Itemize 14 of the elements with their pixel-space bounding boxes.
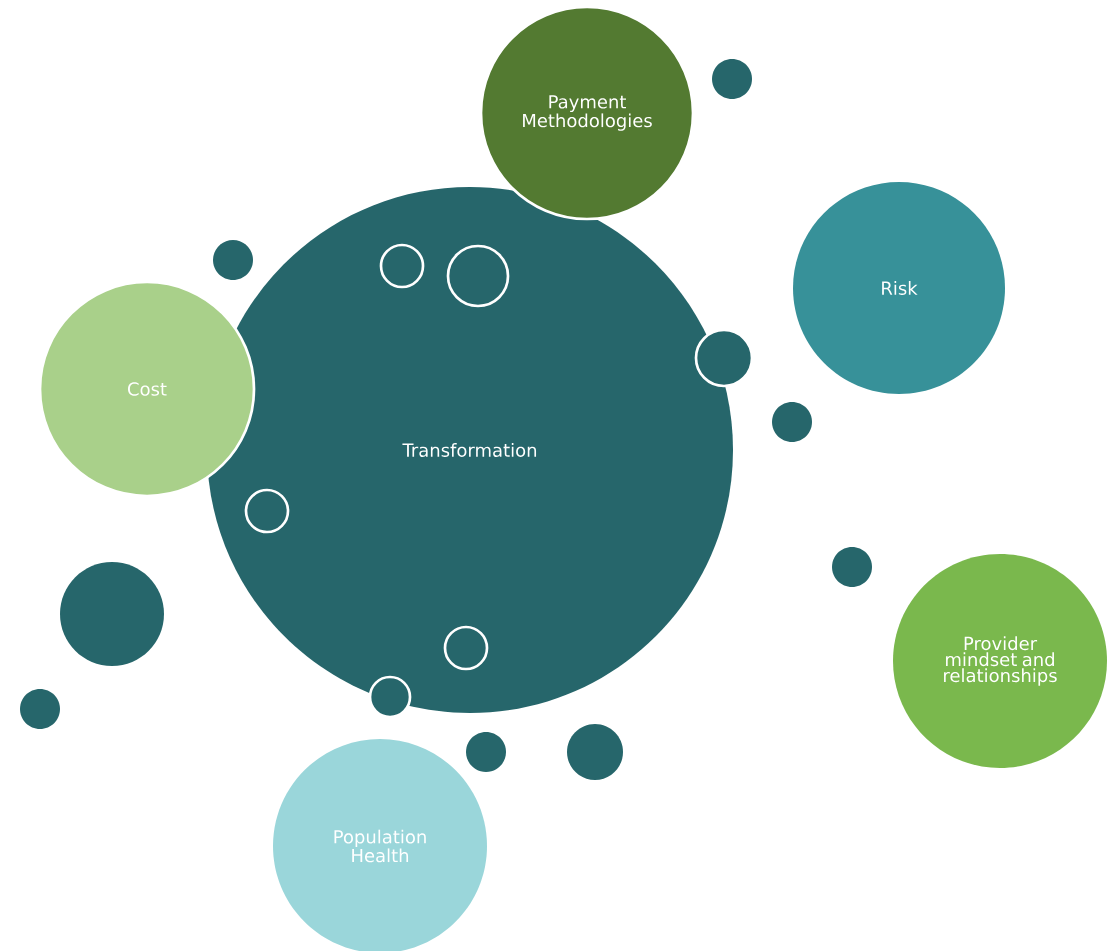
bubble xyxy=(368,675,412,719)
bubble xyxy=(60,562,164,666)
bubble xyxy=(466,732,506,772)
bubble xyxy=(832,547,872,587)
bubble xyxy=(443,625,489,671)
bubble xyxy=(772,402,812,442)
bubble xyxy=(694,328,754,388)
bubble xyxy=(567,724,623,780)
bubble xyxy=(213,240,253,280)
bubble xyxy=(712,59,752,99)
bubble xyxy=(20,689,60,729)
bubble xyxy=(446,244,510,308)
bubble xyxy=(244,488,290,534)
bubble xyxy=(379,243,425,289)
